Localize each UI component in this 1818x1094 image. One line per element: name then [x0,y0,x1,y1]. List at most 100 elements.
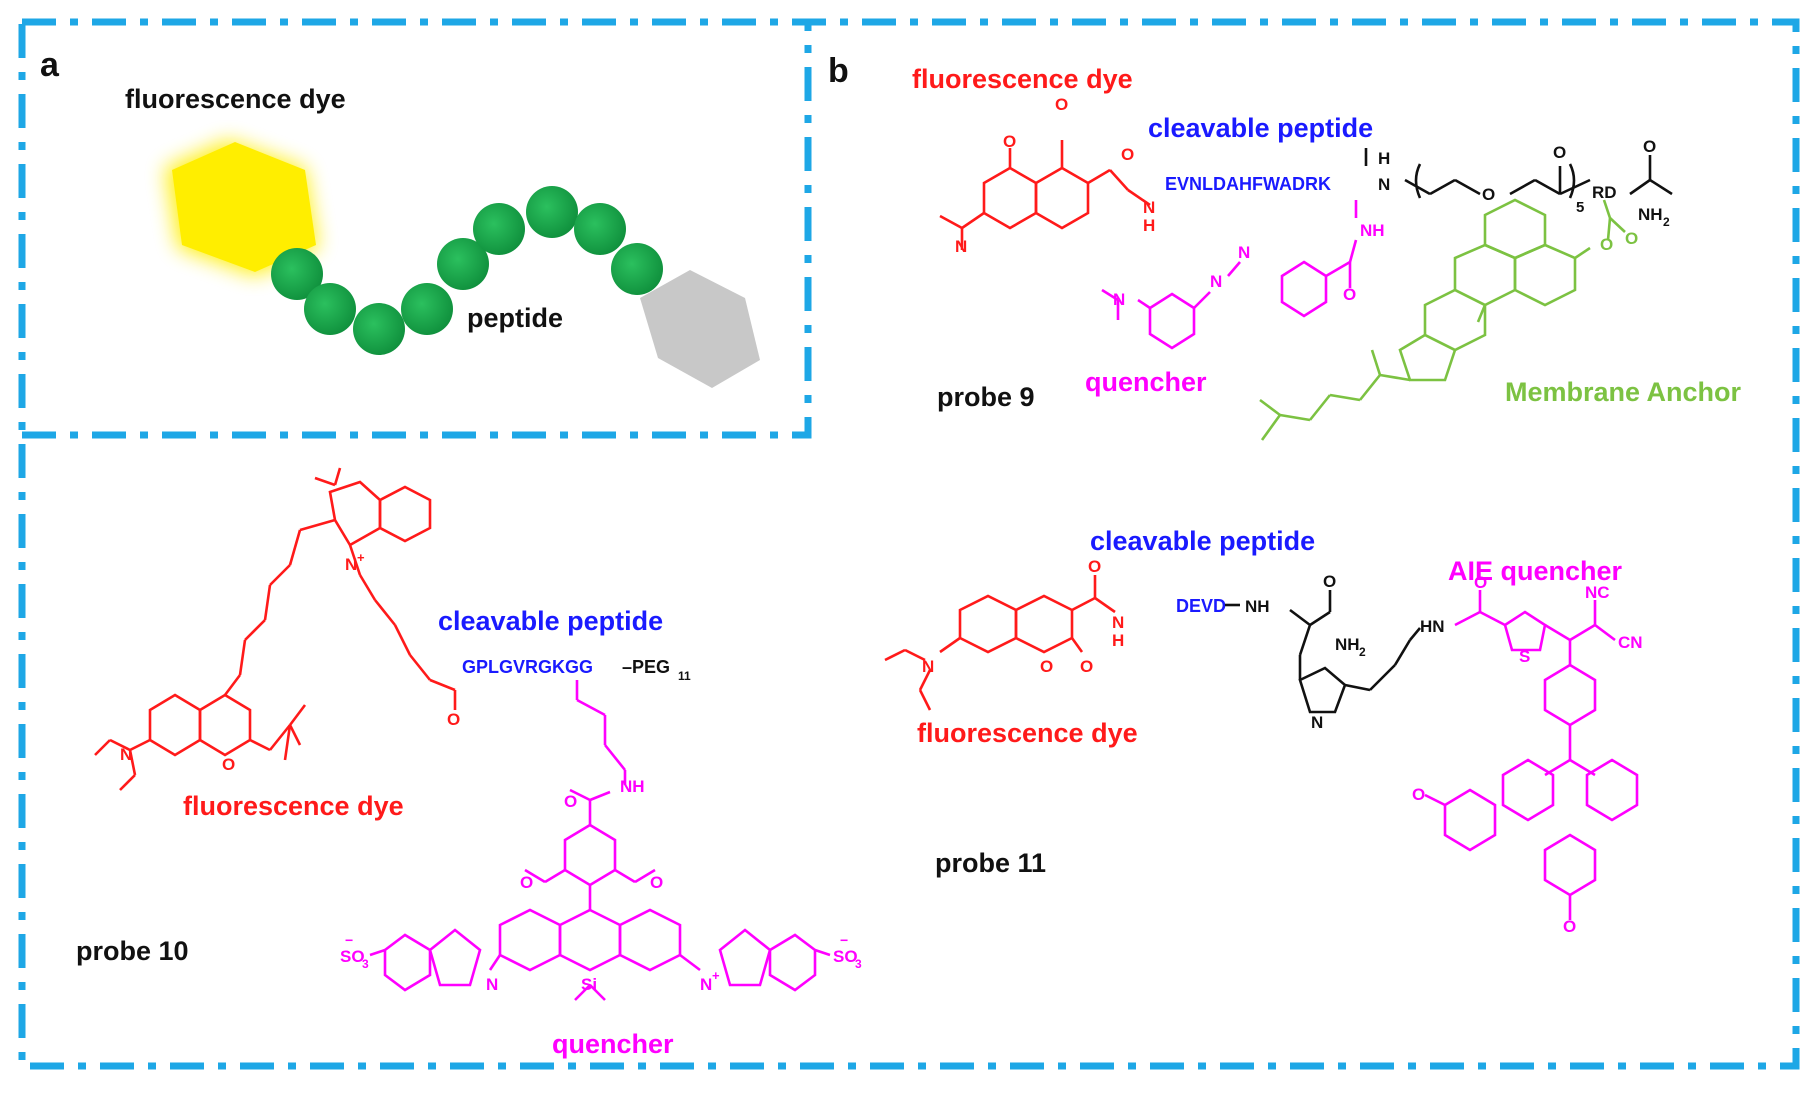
probe9-azo-n2: N [1238,243,1250,262]
probe10-silicon-rhodamine [369,680,831,1001]
probe10-iminium-charge: + [712,968,720,983]
probe9-peg-linker [1364,148,1673,199]
probe10-methoxy-o1: O [520,873,533,892]
probe9-amide-h: H [1143,216,1155,235]
probe9-amide-o: O [1121,145,1134,164]
probe10-sulfonate-right-charge: − [840,932,848,948]
probe9-amide-n: N [1143,198,1155,217]
probe11-triazole-linker [1225,590,1421,714]
peptide-bead [271,248,323,300]
probe10-chromene-o: O [222,755,235,774]
probe10-sulfonate-right: SO [833,947,858,966]
probe10-peg: –PEG [622,657,670,677]
probe11-quencher-o: O [1474,573,1487,592]
probe11-amide-n: N [1112,613,1124,632]
probe9-ester-o: O [1600,235,1613,254]
probe11-terminal-sub: 2 [1359,645,1366,659]
probe10-sulfonate-left: SO [340,947,365,966]
probe9-quencher-dimethyl-n: N [1113,290,1125,309]
probe9-peg-o: O [1482,185,1495,204]
probe11-sequence: DEVD [1176,596,1226,616]
probe11-aie-quencher [1424,590,1639,920]
probe11-methoxy-o1: O [1412,785,1425,804]
probe11-cn: CN [1618,633,1643,652]
probe11-methoxy-o2: O [1563,917,1576,936]
probe10-si: Si [581,975,597,994]
probe11-quencher-label: AIE quencher [1448,556,1623,586]
probe9-cholesterol [1259,198,1626,441]
probe9-dabcyl [1101,200,1358,350]
probe9-linker-h: H [1378,149,1390,168]
panel-b-letter: b [828,52,849,90]
probe11-amide-h: H [1112,631,1124,650]
probe11-lactone-o: O [1080,657,1093,676]
probe9-name: probe 9 [937,382,1035,412]
probe9-terminal-sub: 2 [1663,215,1670,229]
probe10-cyanine-dye [94,467,457,791]
outer-frame [18,18,1800,1070]
probe9-dye-label: fluorescence dye [912,64,1133,94]
probe10-indoline-n: N [486,975,498,994]
probe9-peptide-label: cleavable peptide [1148,113,1373,143]
probe9-peg-repeat: 5 [1576,199,1584,216]
probe10-indolium-n: N [345,555,357,574]
probe10-carbonyl-o: O [447,710,460,729]
probe9-dimethyl-n: N [955,237,967,256]
panel-a-peptide-label: peptide [467,303,563,333]
peptide-beads [271,186,663,355]
probe9-coumarin-o: O [1003,132,1016,151]
peptide-bead [353,303,405,355]
panel-a-letter: a [40,46,60,84]
probe11-amide-o: O [1088,557,1101,576]
probe9-terminal-o: O [1643,137,1656,156]
probe9-ester-carbonyl-o: O [1625,229,1638,248]
probe9-terminal-nh: NH [1638,205,1663,224]
probe10-amide-o: O [564,792,577,811]
probe9-sequence: EVNLDAHFWADRK [1165,174,1331,194]
probe10-sequence: GPLGVRGKGG [462,657,593,677]
probe10-indolium-charge: + [357,550,365,565]
peptide-bead [401,283,453,335]
probe10-iminium-n: N [700,975,712,994]
probe10-sulfonate-right-sub: 3 [855,957,862,971]
probe11-nc: NC [1585,583,1610,602]
probe9-coumarin [939,140,1151,250]
probe9-peg-carbonyl-o: O [1553,143,1566,162]
probe11-name: probe 11 [935,848,1046,878]
probe11-diethyl-n: N [922,657,934,676]
probe10-dye-label: fluorescence dye [183,791,404,821]
dashed-frames [18,18,1800,1070]
probe11-coumarin [884,575,1116,711]
probe11-dye-label: fluorescence dye [917,718,1138,748]
probe9-quencher-label: quencher [1085,367,1207,397]
peptide-bead [611,243,663,295]
probe-10: cleavable peptide fluorescence dye probe… [76,467,862,1059]
probe9-azo-n1: N [1210,272,1222,291]
panel-a-dye-label: fluorescence dye [125,84,346,114]
dye-hexagon [165,140,318,276]
probe11-linker-nh: NH [1245,597,1270,616]
probe10-sulfonate-left-charge: − [345,932,353,948]
probe9-tail: RD [1592,183,1617,202]
peptide-bead [304,283,356,335]
probe10-quencher-label: quencher [552,1029,674,1059]
probe10-peg-sub: 11 [678,669,691,683]
quencher-hexagon [640,270,760,388]
probe10-peptide-label: cleavable peptide [438,606,663,636]
probe11-ring-o: O [1040,657,1053,676]
peptide-bead [526,186,578,238]
peptide-bead [473,203,525,255]
probe10-methoxy-o2: O [650,873,663,892]
probe9-quencher-o: O [1343,285,1356,304]
probe11-triazole-n: N [1311,713,1323,732]
probe9-anchor-label: Membrane Anchor [1505,377,1742,407]
probe11-linker-o: O [1323,572,1336,591]
probe11-peptide-label: cleavable peptide [1090,526,1315,556]
probe11-hn: HN [1420,617,1445,636]
probe9-carbonyl-o: O [1055,95,1068,114]
peptide-bead [437,238,489,290]
probe-9: fluorescence dye cleavable peptide probe… [912,64,1742,441]
probe-11: cleavable peptide AIE quencher fluoresce… [884,526,1643,936]
probe10-diethyl-n: N [120,745,132,764]
